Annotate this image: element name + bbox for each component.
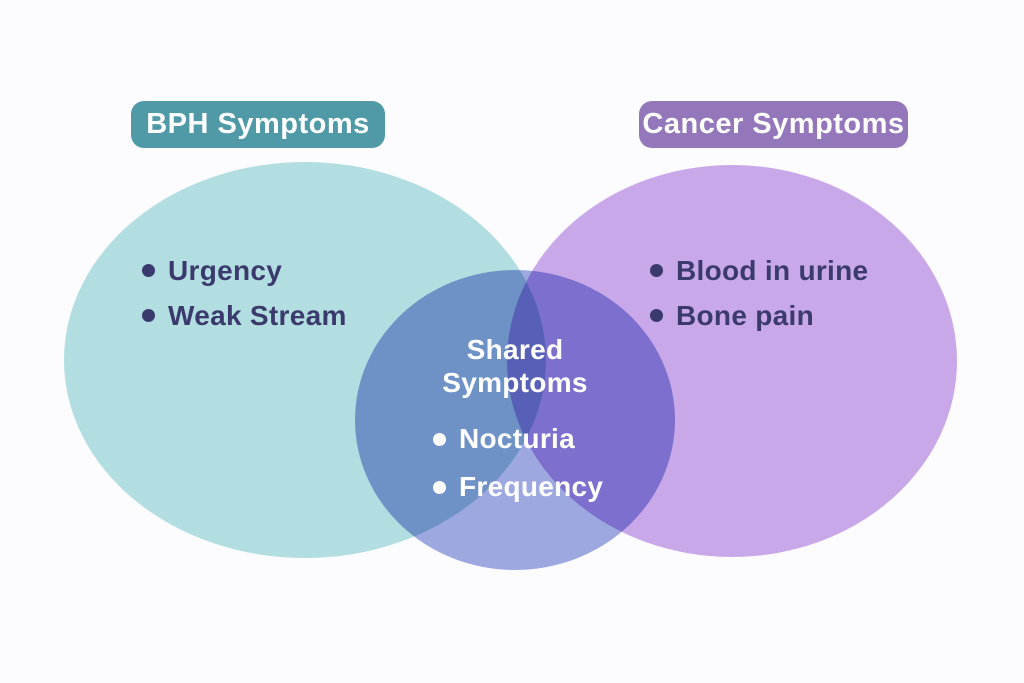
list-item: Frequency bbox=[433, 463, 603, 511]
list-item: Blood in urine bbox=[650, 248, 868, 293]
shared-symptoms-heading: Shared Symptoms bbox=[365, 333, 665, 399]
list-item: Bone pain bbox=[650, 293, 868, 338]
cancer-symptoms-badge: Cancer Symptoms bbox=[639, 101, 908, 148]
bullet-icon bbox=[433, 432, 446, 446]
shared-item-label: Nocturia bbox=[459, 423, 575, 454]
shared-item-label: Frequency bbox=[459, 471, 604, 502]
list-item: Urgency bbox=[142, 248, 347, 293]
bph-badge-label: BPH Symptoms bbox=[146, 108, 370, 140]
bullet-icon bbox=[650, 264, 663, 277]
bph-symptoms-badge: BPH Symptoms bbox=[131, 101, 385, 148]
cancer-item-label: Bone pain bbox=[676, 299, 815, 331]
cancer-item-label: Blood in urine bbox=[676, 254, 869, 286]
bph-item-label: Weak Stream bbox=[168, 299, 347, 331]
bph-item-list: Urgency Weak Stream bbox=[142, 248, 347, 338]
bullet-icon bbox=[142, 309, 155, 322]
shared-heading-line2: Symptoms bbox=[442, 367, 588, 398]
bullet-icon bbox=[433, 480, 446, 494]
shared-overlap-circle bbox=[355, 270, 675, 570]
cancer-badge-label: Cancer Symptoms bbox=[642, 108, 905, 140]
bullet-icon bbox=[142, 264, 155, 277]
cancer-item-list: Blood in urine Bone pain bbox=[650, 248, 868, 338]
shared-heading-line1: Shared bbox=[466, 334, 564, 365]
bph-item-label: Urgency bbox=[168, 254, 283, 286]
list-item: Nocturia bbox=[433, 415, 603, 463]
bullet-icon bbox=[650, 309, 663, 322]
shared-item-list: Nocturia Frequency bbox=[433, 415, 603, 511]
list-item: Weak Stream bbox=[142, 293, 347, 338]
